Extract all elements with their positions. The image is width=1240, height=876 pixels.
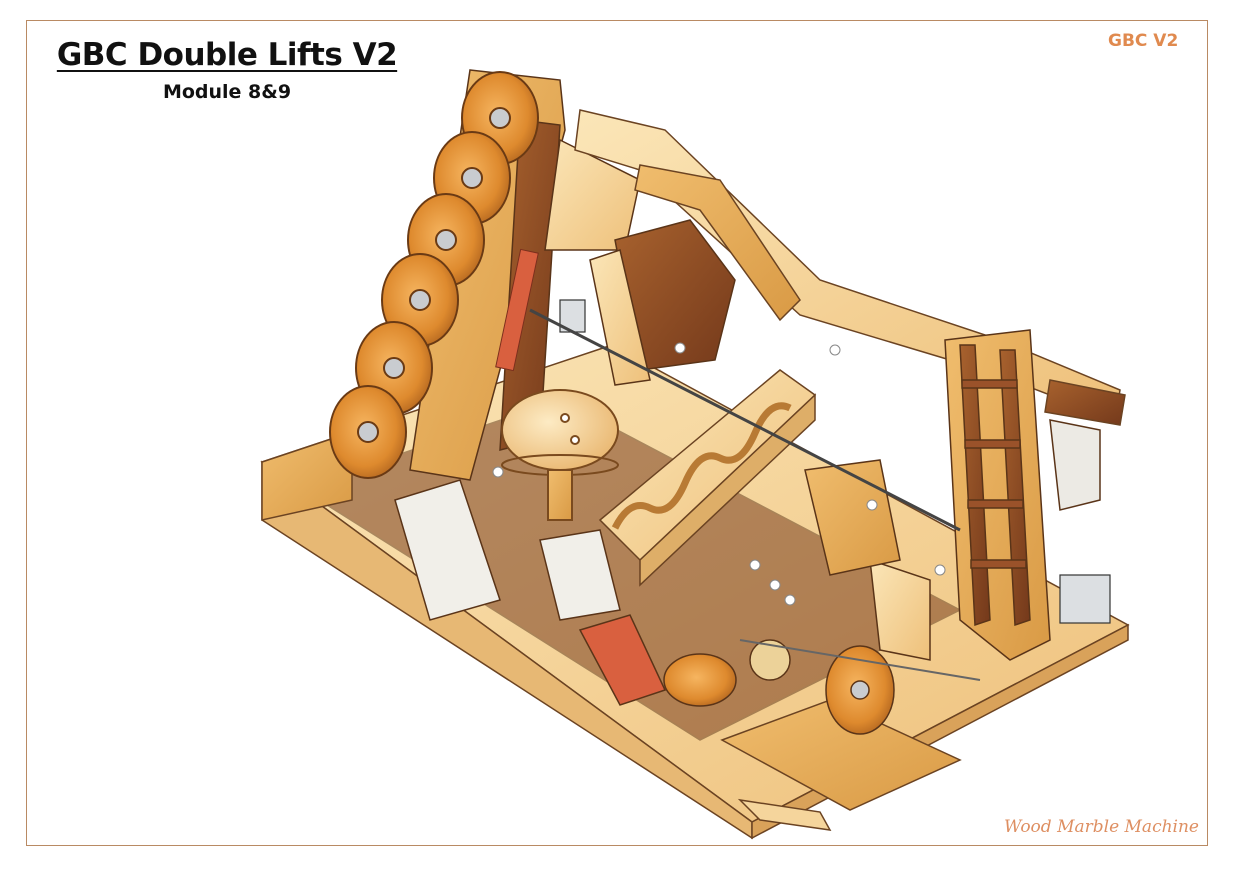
sheet-border	[26, 20, 1208, 846]
slope-block	[589, 219, 736, 386]
lower-mechanics	[394, 459, 931, 735]
corner-label: GBC V2	[1108, 31, 1179, 51]
round-plate	[501, 389, 619, 521]
red-gear-strip	[495, 248, 539, 372]
sheet-subtitle: Module 8&9	[162, 81, 292, 103]
base-platform	[260, 344, 1130, 840]
wave-ramp	[598, 369, 817, 587]
right-lift-tower	[944, 329, 1101, 661]
sheet-title: GBC Double Lifts V2	[56, 37, 398, 73]
motors-and-shafts	[529, 299, 1111, 681]
left-lift-tower	[409, 69, 641, 481]
marbles	[492, 342, 946, 606]
lift-wheels	[329, 71, 539, 479]
footer-label: Wood Marble Machine	[1004, 817, 1199, 837]
lift-wheel-6	[329, 385, 407, 479]
